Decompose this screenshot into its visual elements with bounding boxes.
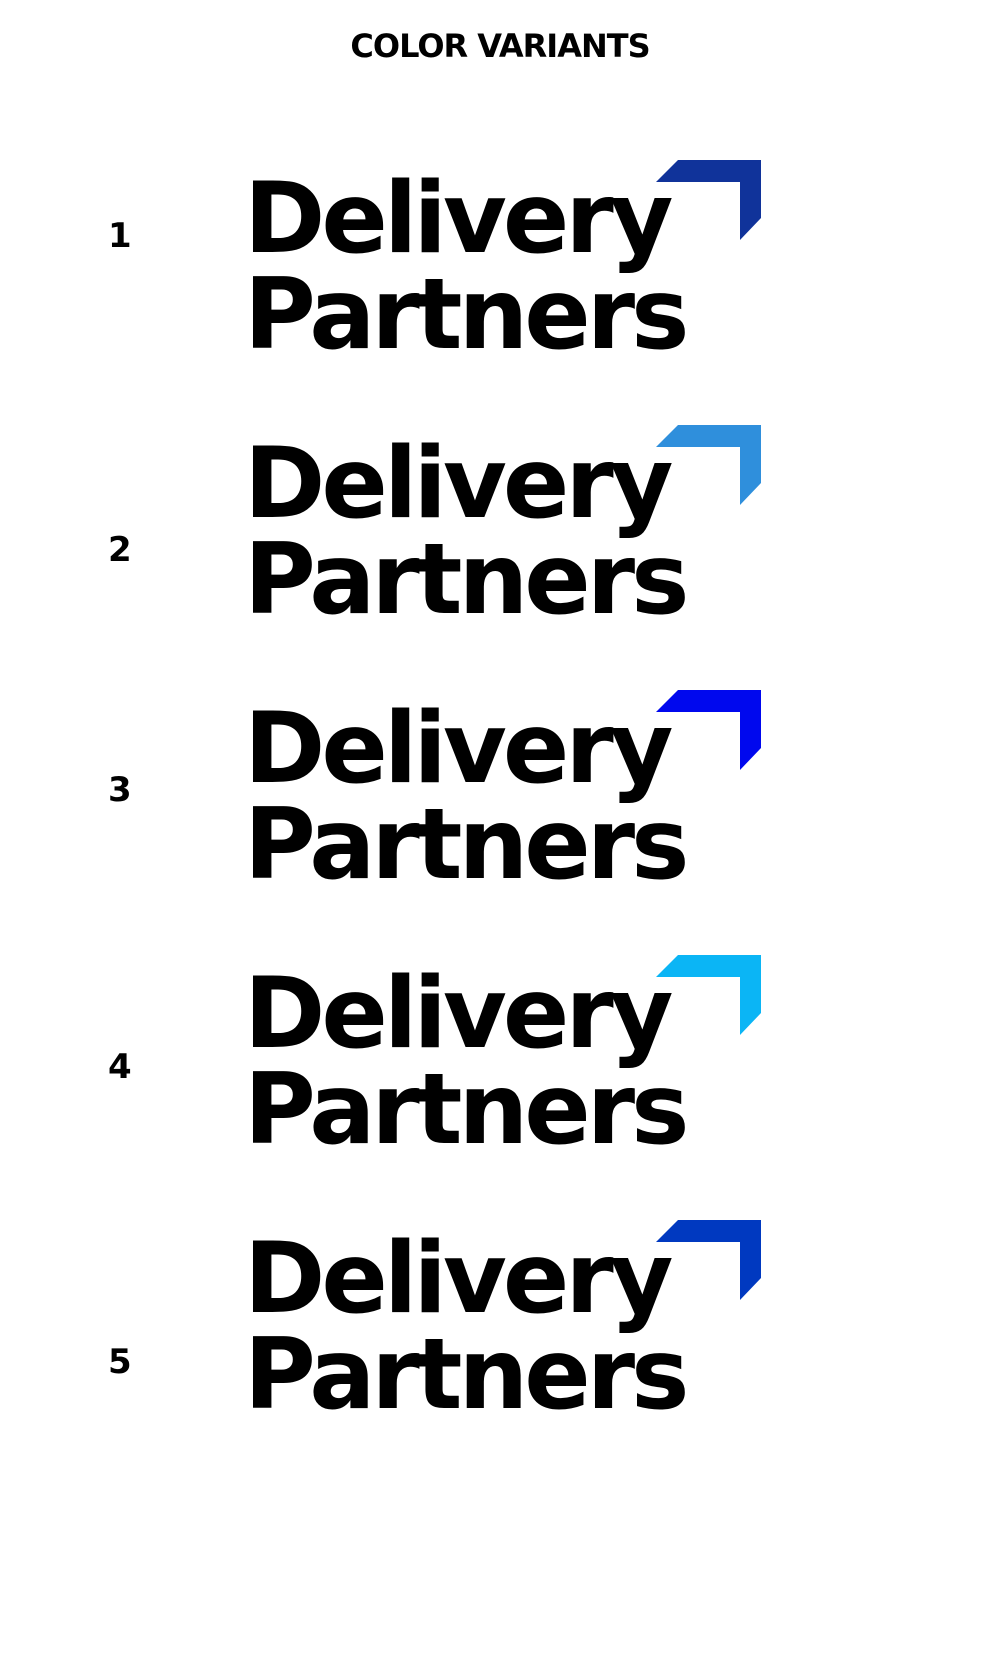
logo-word-delivery: Delivery: [244, 957, 674, 1071]
delivery-partners-logo: Delivery Partners: [244, 1220, 764, 1424]
logo-word-delivery: Delivery: [244, 162, 674, 276]
color-variant-4: 4 Delivery Partners: [0, 955, 1000, 1159]
delivery-partners-logo: Delivery Partners: [244, 955, 764, 1159]
color-variant-5: 5 Delivery Partners: [0, 1220, 1000, 1424]
corner-arrow-icon: [656, 160, 761, 240]
logo-word-partners: Partners: [244, 1318, 689, 1432]
delivery-partners-logo: Delivery Partners: [244, 425, 764, 629]
color-variant-2: 2 Delivery Partners: [0, 425, 1000, 629]
corner-arrow-icon: [656, 690, 761, 770]
variant-number: 1: [108, 216, 132, 256]
logo-word-delivery: Delivery: [244, 1222, 674, 1336]
delivery-partners-logo: Delivery Partners: [244, 160, 764, 364]
logo-word-delivery: Delivery: [244, 692, 674, 806]
corner-arrow-icon: [656, 955, 761, 1035]
color-variant-3: 3 Delivery Partners: [0, 690, 1000, 894]
color-variant-1: 1 Delivery Partners: [0, 160, 1000, 364]
variant-number: 3: [108, 770, 132, 810]
logo-word-partners: Partners: [244, 258, 689, 372]
logo-word-delivery: Delivery: [244, 427, 674, 541]
variant-number: 5: [108, 1342, 132, 1382]
variant-number: 4: [108, 1047, 132, 1087]
corner-arrow-icon: [656, 1220, 761, 1300]
delivery-partners-logo: Delivery Partners: [244, 690, 764, 894]
corner-arrow-icon: [656, 425, 761, 505]
page-title: COLOR VARIANTS: [350, 27, 650, 65]
logo-word-partners: Partners: [244, 788, 689, 902]
logo-word-partners: Partners: [244, 523, 689, 637]
logo-word-partners: Partners: [244, 1053, 689, 1167]
variant-number: 2: [108, 530, 132, 570]
